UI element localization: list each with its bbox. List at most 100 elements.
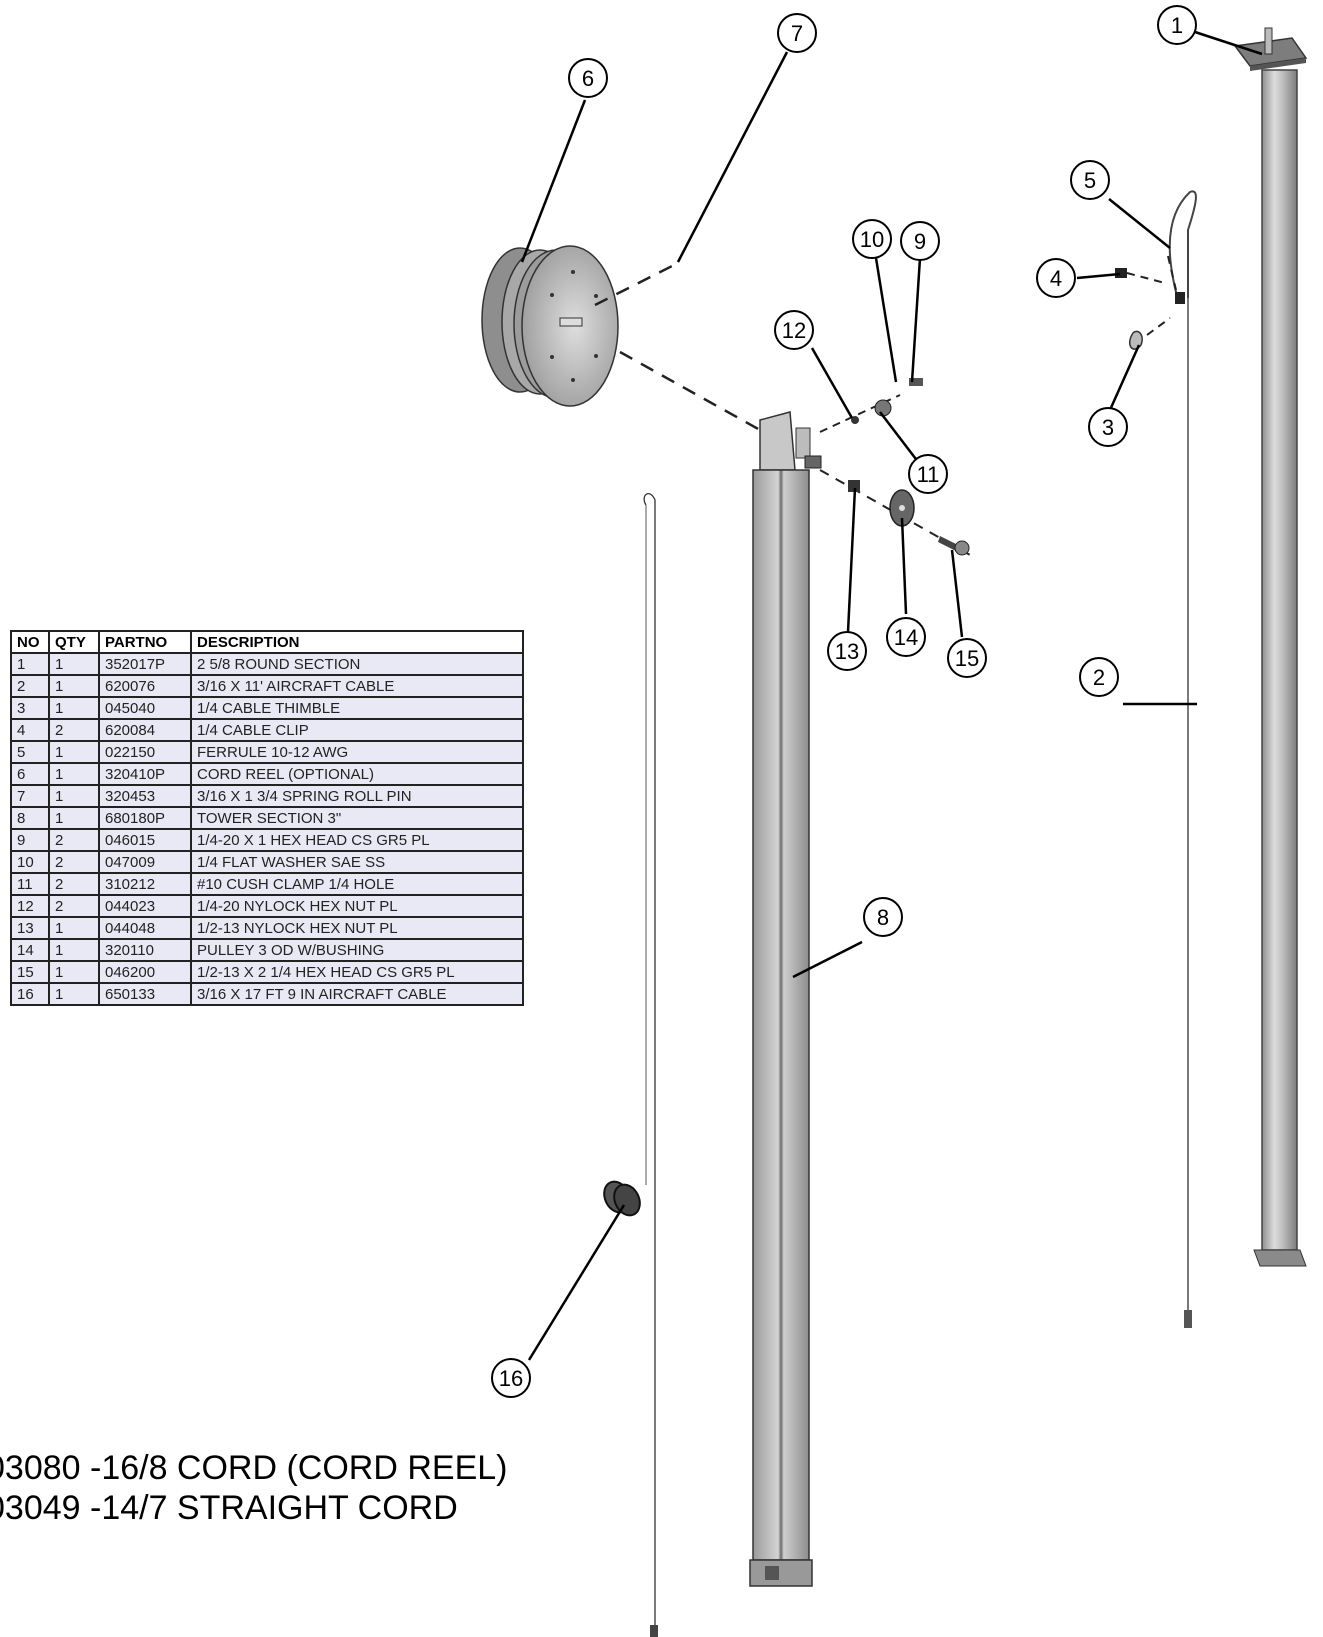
cell-no: 15: [10, 960, 50, 984]
reel-axis-line-upper: [594, 260, 681, 307]
reel-axis-line-lower: [619, 350, 761, 432]
callout-label: 3: [1102, 415, 1114, 440]
cell-description: 1/2-13 NYLOCK HEX NUT PL: [190, 916, 524, 940]
cell-description: 2 5/8 ROUND SECTION: [190, 652, 524, 676]
callout-label: 14: [894, 625, 918, 650]
cell-no: 1: [10, 652, 50, 676]
cable-hardware: [1115, 190, 1197, 350]
callout-label: 9: [914, 229, 926, 254]
cell-no: 7: [10, 784, 50, 808]
cell-description: 3/16 X 1 3/4 SPRING ROLL PIN: [190, 784, 524, 808]
pulley-hardware: [819, 378, 971, 556]
callout-12: 12: [774, 310, 814, 350]
cell-no: 12: [10, 894, 50, 918]
cell-description: 1/4-20 X 1 HEX HEAD CS GR5 PL: [190, 828, 524, 852]
cell-qty: 1: [48, 916, 100, 940]
round-post-part-1: [1233, 27, 1308, 1267]
col-header-no: NO: [10, 630, 50, 654]
cell-no: 9: [10, 828, 50, 852]
col-header-description: DESCRIPTION: [190, 630, 524, 654]
cell-no: 8: [10, 806, 50, 830]
cell-partno: 044023: [98, 894, 192, 918]
cell-partno: 650133: [98, 982, 192, 1006]
callout-5: 5: [1070, 160, 1110, 200]
cell-qty: 1: [48, 762, 100, 786]
cell-no: 4: [10, 718, 50, 742]
cell-qty: 1: [48, 784, 100, 808]
cell-no: 14: [10, 938, 50, 962]
cell-description: TOWER SECTION 3": [190, 806, 524, 830]
cell-qty: 1: [48, 806, 100, 830]
cell-qty: 1: [48, 696, 100, 720]
cell-qty: 2: [48, 872, 100, 896]
cord-notes: 03080 -16/8 CORD (CORD REEL) 03049 -14/7…: [0, 1448, 508, 1528]
callout-2: 2: [1079, 657, 1119, 697]
cell-partno: 352017P: [98, 652, 192, 676]
cell-qty: 2: [48, 718, 100, 742]
cell-description: 3/16 X 17 FT 9 IN AIRCRAFT CABLE: [190, 982, 524, 1006]
cell-partno: 022150: [98, 740, 192, 764]
cell-qty: 1: [48, 982, 100, 1006]
cell-qty: 2: [48, 894, 100, 918]
cell-no: 10: [10, 850, 50, 874]
cell-description: #10 CUSH CLAMP 1/4 HOLE: [190, 872, 524, 896]
cell-description: PULLEY 3 OD W/BUSHING: [190, 938, 524, 962]
callout-label: 8: [877, 905, 889, 930]
callout-label: 2: [1093, 665, 1105, 690]
callout-label: 15: [955, 646, 979, 671]
cell-description: 1/4-20 NYLOCK HEX NUT PL: [190, 894, 524, 918]
col-header-partno: PARTNO: [98, 630, 192, 654]
cell-qty: 1: [48, 674, 100, 698]
callout-16: 16: [491, 1358, 531, 1398]
callout-11: 11: [908, 454, 948, 494]
cell-partno: 620084: [98, 718, 192, 742]
cell-no: 5: [10, 740, 50, 764]
cell-partno: 320453: [98, 784, 192, 808]
cell-qty: 1: [48, 652, 100, 676]
cell-partno: 620076: [98, 674, 192, 698]
callout-6: 6: [568, 58, 608, 98]
cell-description: 1/2-13 X 2 1/4 HEX HEAD CS GR5 PL: [190, 960, 524, 984]
callout-label: 16: [499, 1366, 523, 1391]
cell-description: 1/4 CABLE CLIP: [190, 718, 524, 742]
callout-label: 4: [1050, 266, 1062, 291]
callout-13: 13: [827, 631, 867, 671]
tower-section-part-8: [749, 411, 822, 1587]
cell-no: 11: [10, 872, 50, 896]
callout-label: 1: [1171, 13, 1183, 38]
cell-partno: 680180P: [98, 806, 192, 830]
callout-label: 11: [917, 462, 940, 487]
callout-9: 9: [900, 221, 940, 261]
callout-4: 4: [1036, 258, 1076, 298]
cell-partno: 046015: [98, 828, 192, 852]
cell-description: FERRULE 10-12 AWG: [190, 740, 524, 764]
cell-no: 16: [10, 982, 50, 1006]
callout-label: 10: [860, 227, 884, 252]
cell-qty: 2: [48, 828, 100, 852]
cell-no: 2: [10, 674, 50, 698]
callout-label: 7: [791, 21, 803, 46]
cell-qty: 1: [48, 960, 100, 984]
cell-partno: 320110: [98, 938, 192, 962]
callout-15: 15: [947, 638, 987, 678]
callout-3: 3: [1088, 407, 1128, 447]
cell-description: 3/16 X 11' AIRCRAFT CABLE: [190, 674, 524, 698]
cell-no: 3: [10, 696, 50, 720]
cell-qty: 1: [48, 938, 100, 962]
note-cord-reel: 03080 -16/8 CORD (CORD REEL): [0, 1449, 508, 1487]
callout-1: 1: [1157, 5, 1197, 45]
cell-description: 1/4 CABLE THIMBLE: [190, 696, 524, 720]
